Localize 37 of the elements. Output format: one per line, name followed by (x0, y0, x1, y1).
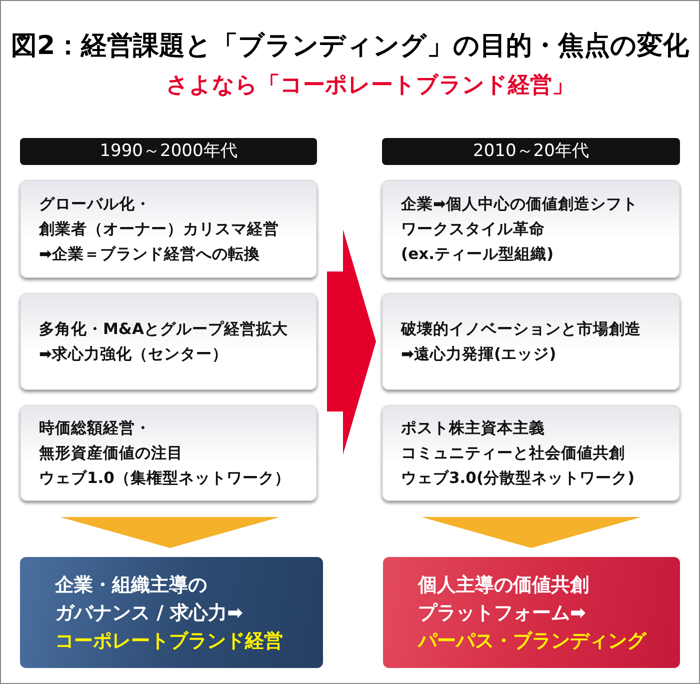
title: 図2：経営課題と「ブランディング」の目的・焦点の変化 (10, 30, 690, 63)
box-text: 無形資産価値の注目 (39, 442, 184, 464)
box-text: ➡求心力強化（センター） (39, 344, 229, 364)
box-text: (ex.ティール型組織) (401, 244, 555, 264)
box-text: 破壊的イノベーションと市場創造 (401, 318, 642, 340)
result-box (383, 557, 680, 668)
box-text: ➡遠心力発揮(エッジ) (401, 344, 558, 364)
text-box (382, 293, 680, 390)
box-text: 時価総額経営・ (39, 418, 152, 438)
result-box (20, 557, 323, 668)
box-text: プラットフォーム➡ (418, 600, 587, 626)
box-text: コミュニティーと社会価値共創 (401, 442, 626, 464)
text-box (382, 180, 680, 278)
arrow (60, 517, 280, 548)
subtitle: さよなら「コーポレートブランド経営」 (165, 72, 575, 100)
box-text: パーパス・ブランディング (418, 628, 648, 654)
box-text: 企業➡個人中心の価値創造シフト (401, 194, 639, 214)
text-box (382, 405, 680, 501)
box-text: コーポレートブランド経営 (55, 628, 284, 654)
box-text: ガバナンス / 求心力➡ (55, 600, 244, 626)
arrow (421, 517, 642, 548)
box-text: ウェブ3.0(分散型ネットワーク) (401, 468, 636, 488)
box-text: ポスト株主資本主義 (401, 418, 546, 438)
arrow (327, 230, 376, 454)
box-text: ➡企業＝ブランド経営への転換 (39, 244, 261, 264)
box-text: 多角化・M&Aとグループ経営拡大 (39, 318, 289, 340)
box-text: 創業者（オーナー）カリスマ経営 (39, 218, 280, 240)
text-box (20, 405, 317, 501)
period-header: 1990～2000年代 (20, 138, 317, 165)
box-text: グローバル化・ (39, 194, 152, 214)
box-text: 企業・組織主導の (55, 572, 208, 598)
box-text: ワークスタイル革命 (401, 218, 546, 240)
box-text: ウェブ1.0（集権型ネットワーク） (39, 468, 292, 488)
text-box (20, 293, 317, 390)
text-box (20, 180, 317, 278)
box-text: 個人主導の価値共創 (418, 572, 590, 598)
period-header: 2010～20年代 (382, 138, 680, 165)
